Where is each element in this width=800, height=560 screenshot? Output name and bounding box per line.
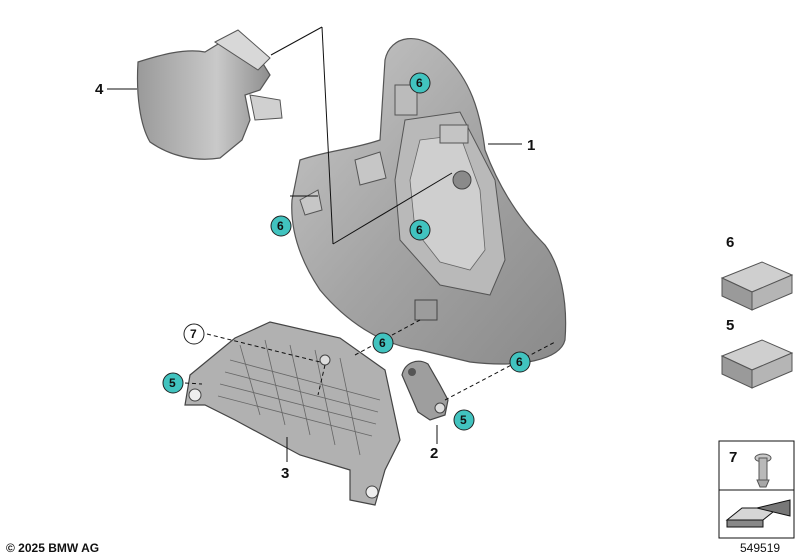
svg-text:5: 5 bbox=[169, 376, 176, 390]
clip-block-icon bbox=[720, 339, 794, 389]
diagram-number: 549519 bbox=[740, 541, 781, 555]
svg-text:6: 6 bbox=[416, 76, 423, 90]
svg-text:6: 6 bbox=[379, 336, 386, 350]
part-4-cap-cover bbox=[136, 29, 283, 160]
legend-label-5: 5 bbox=[726, 317, 734, 334]
badge-5-left: 5 bbox=[162, 372, 184, 394]
badge-6-center: 6 bbox=[409, 219, 431, 241]
legend-box-arrow bbox=[718, 489, 795, 539]
legend-box-7: 7 bbox=[718, 440, 795, 491]
push-rivet-icon bbox=[754, 453, 772, 488]
part-1-back-panel bbox=[291, 38, 567, 365]
badge-5-right: 5 bbox=[453, 409, 475, 431]
svg-text:6: 6 bbox=[416, 223, 423, 237]
svg-text:7: 7 bbox=[190, 327, 197, 341]
svg-text:6: 6 bbox=[277, 219, 284, 233]
badge-6-top: 6 bbox=[409, 72, 431, 94]
callout-part-2: 2 bbox=[430, 445, 438, 462]
svg-text:6: 6 bbox=[516, 355, 523, 369]
badge-7-outline: 7 bbox=[183, 323, 205, 345]
callout-part-4: 4 bbox=[95, 81, 104, 98]
badge-6-right: 6 bbox=[509, 351, 531, 373]
copyright-text: © 2025 BMW AG bbox=[6, 541, 100, 555]
clip-block-icon bbox=[720, 261, 794, 311]
legend-label-6: 6 bbox=[726, 234, 734, 251]
legend-label-7: 7 bbox=[729, 449, 737, 466]
callout-part-1: 1 bbox=[527, 137, 535, 154]
part-3-ribbed-bracket bbox=[184, 321, 401, 506]
direction-arrow-icon bbox=[725, 499, 791, 528]
callout-part-3: 3 bbox=[281, 465, 289, 482]
part-2-small-bracket bbox=[401, 360, 449, 421]
badge-6-left: 6 bbox=[270, 215, 292, 237]
svg-text:5: 5 bbox=[460, 413, 467, 427]
badge-6-bottom: 6 bbox=[372, 332, 394, 354]
